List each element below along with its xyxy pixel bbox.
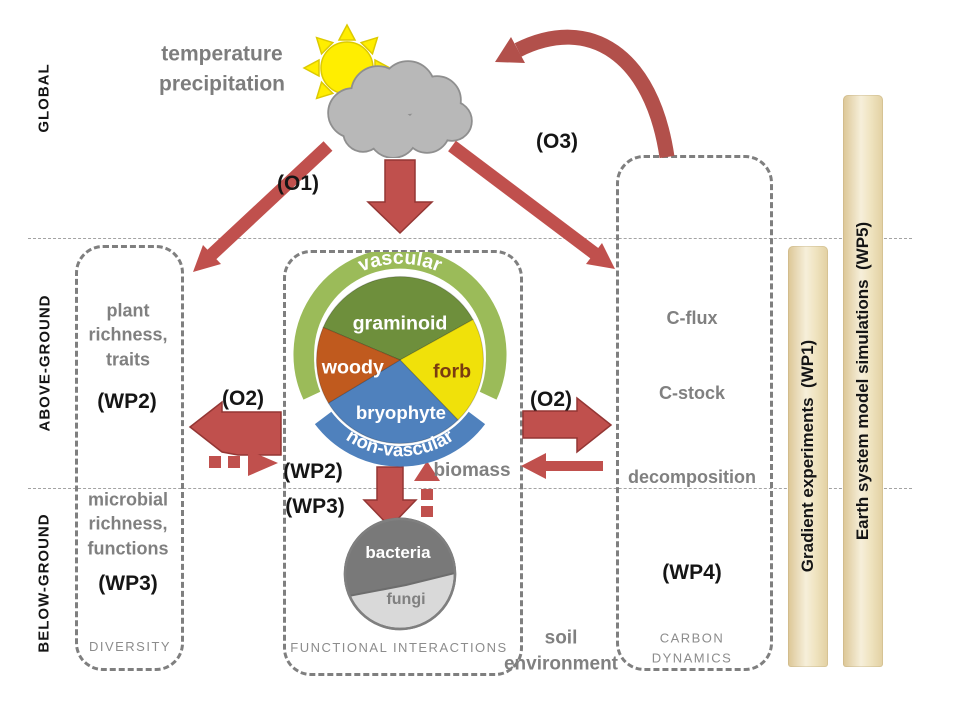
- woody-label: woody: [321, 357, 384, 379]
- esm-simulations-bar: [843, 95, 883, 667]
- arrow-o3-curved: [495, 29, 675, 159]
- c-flux-label: C-flux: [666, 307, 718, 328]
- gradient-experiments-label: Gradient experiments (WP1): [798, 339, 817, 573]
- bryophyte-label: bryophyte: [356, 402, 446, 423]
- above-below-divider: [28, 488, 912, 489]
- esm-simulations-label: Earth system model simulations (WP5): [853, 221, 872, 541]
- cloud-icon: [327, 60, 473, 158]
- forb-slice: [399, 318, 484, 421]
- arrow-solid-left: [521, 453, 603, 479]
- plant-richness-label: plant richness, traits: [88, 300, 168, 370]
- woody-slice: [316, 326, 402, 404]
- carbon-dynamics-caption: CARBON DYNAMICS: [651, 630, 733, 666]
- objective-o3-label: (O3): [536, 129, 578, 153]
- interactions-wp3-label: (WP3): [285, 494, 345, 518]
- section-label-below-ground: BELOW-GROUND: [35, 513, 53, 653]
- microbial-richness-label: microbial richness, functions: [87, 489, 169, 559]
- carbon-dynamics-box: [616, 155, 773, 671]
- arrow-o1-down: [366, 159, 434, 235]
- graminoid-slice: [322, 276, 474, 361]
- biomass-label: biomass: [433, 460, 511, 482]
- arrow-dashed-right: [209, 450, 278, 476]
- plant-functional-pie: vascular non-vascular graminoid woody fo…: [293, 252, 507, 467]
- soil-microbial-pie: bacteria fungi: [343, 517, 457, 631]
- decomposition-label: decomposition: [627, 466, 757, 487]
- gradient-experiments-bar: [788, 246, 828, 667]
- objective-o2-right-label: (O2): [530, 387, 572, 411]
- climate-label: temperature precipitation: [158, 42, 286, 96]
- soil-pie-outline: [343, 517, 457, 631]
- vascular-label: vascular: [355, 252, 445, 277]
- interactions-wp2-label: (WP2): [283, 459, 343, 483]
- fungi-label: fungi: [386, 591, 425, 608]
- bacteria-label: bacteria: [365, 543, 431, 562]
- section-label-global: GLOBAL: [35, 63, 53, 133]
- global-above-divider: [28, 238, 912, 239]
- vascular-ring: [293, 252, 507, 400]
- functional-interactions-caption: FUNCTIONAL INTERACTIONS: [290, 640, 508, 656]
- objective-o1-label: (O1): [277, 171, 319, 195]
- objective-o2-left-label: (O2): [222, 386, 264, 410]
- graminoid-label: graminoid: [353, 313, 448, 335]
- nonvascular-ring: [314, 411, 486, 467]
- c-stock-label: C-stock: [658, 382, 726, 403]
- bryophyte-slice: [327, 359, 459, 444]
- diversity-caption: DIVERSITY: [88, 639, 172, 655]
- soil-environment-label: soil environment: [503, 627, 619, 674]
- sun-cloud-graphic: [302, 23, 473, 158]
- plant-wp2-label: (WP2): [97, 389, 157, 413]
- section-label-above-ground: ABOVE-GROUND: [36, 294, 54, 432]
- diversity-box: [75, 245, 184, 671]
- carbon-wp4-label: (WP4): [662, 560, 722, 584]
- microbial-wp3-label: (WP3): [98, 571, 158, 595]
- forb-label: forb: [433, 361, 471, 383]
